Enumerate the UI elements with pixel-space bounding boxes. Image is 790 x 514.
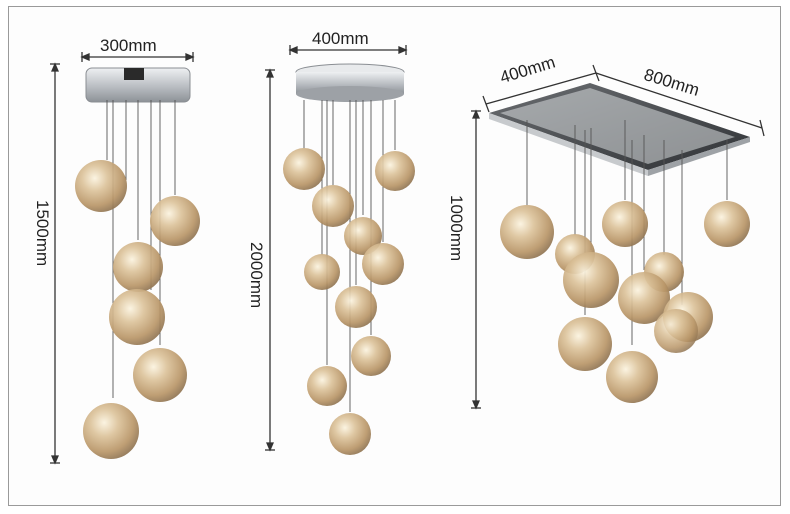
glass-globes (75, 160, 200, 459)
height-dimension-line (265, 68, 275, 452)
ceiling-canopy (85, 67, 191, 103)
height-dimension-line (471, 109, 481, 410)
lamp-3 (471, 64, 765, 410)
glass-globes (283, 148, 415, 455)
width-dimension-line (595, 72, 765, 137)
ceiling-canopy (489, 83, 750, 176)
lamp-1 (50, 52, 200, 465)
width-dimension-line (80, 52, 195, 62)
lamp-2 (265, 45, 415, 455)
width-label-lamp-1: 300mm (100, 36, 157, 55)
width-dimension-line (288, 45, 408, 55)
ceiling-canopy (295, 63, 405, 102)
glass-globes (500, 201, 750, 403)
width-label-lamp-2: 400mm (312, 29, 369, 48)
height-dimension-line (50, 62, 60, 465)
